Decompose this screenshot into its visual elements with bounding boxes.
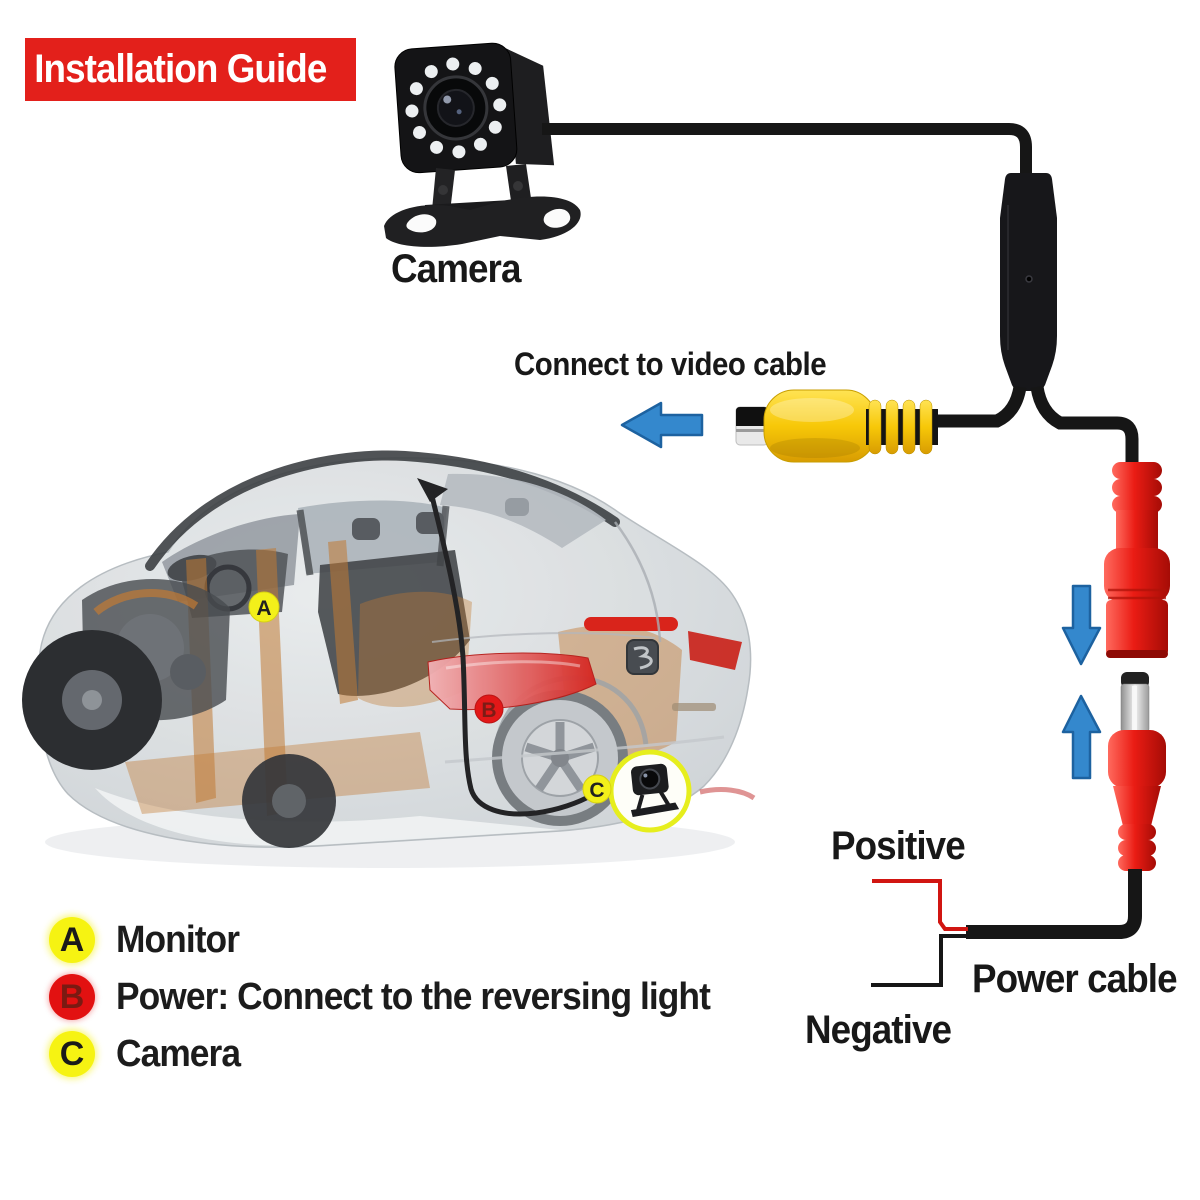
dc-female-connector <box>1104 462 1170 658</box>
marker-b-letter: B <box>481 699 496 722</box>
power-wires <box>871 879 968 987</box>
car-cutaway-illustration: A B C <box>22 450 756 868</box>
dc-male-connector <box>966 672 1166 939</box>
rca-video-connector <box>735 389 938 463</box>
car-marker-power: B <box>474 694 504 724</box>
mini-camera-icon <box>630 763 680 818</box>
marker-a-letter: A <box>256 597 271 620</box>
negative-wire <box>871 934 968 987</box>
car-sill <box>95 788 560 846</box>
car-headrest <box>505 498 529 516</box>
car-headrest <box>352 518 380 540</box>
legend-label-camera: Camera <box>116 1032 241 1075</box>
cable-end-flag <box>417 478 448 502</box>
camera-label: Camera <box>391 247 521 291</box>
car-front-right-wheel <box>242 754 336 848</box>
legend-label-power: Power: Connect to the reversing light <box>116 975 711 1018</box>
car-model-badge <box>672 703 716 711</box>
car-roof-arc <box>145 450 620 571</box>
arrow-down-icon <box>1061 584 1102 666</box>
positive-wire <box>872 879 968 931</box>
video-branch-cable <box>936 385 1027 428</box>
car-marker-monitor: A <box>248 591 280 623</box>
camera-side-panel <box>505 48 555 166</box>
banner-title: Installation Guide <box>34 47 327 91</box>
car-trunk-emblem <box>626 639 659 675</box>
positive-label: Positive <box>831 824 966 868</box>
rear-camera-illustration <box>384 42 581 247</box>
marker-c-letter: C <box>589 779 604 802</box>
car-b-pillar <box>296 509 314 576</box>
camera-lens-dot <box>456 109 462 115</box>
car-front-left-wheel <box>22 630 162 770</box>
camera-led-ring <box>405 57 507 159</box>
legend-key-a: A <box>49 917 95 963</box>
car-interior-shadow <box>318 550 470 696</box>
arrow-left-icon <box>620 401 704 449</box>
arrow-up-icon <box>1061 694 1102 780</box>
legend-label-monitor: Monitor <box>116 918 240 961</box>
power-branch-cable <box>1030 385 1139 465</box>
car-bumper-crease <box>444 735 725 764</box>
legend-key-b: B <box>49 974 95 1020</box>
legend-row-power: B Power: Connect to the reversing light <box>49 974 755 1020</box>
power-cable-line <box>966 869 1142 939</box>
legend-row-monitor: A Monitor <box>49 917 755 963</box>
main-cable <box>542 123 1139 465</box>
direction-arrows <box>620 401 1102 780</box>
negative-label: Negative <box>805 1008 952 1052</box>
power-cable-label: Power cable <box>972 957 1178 1001</box>
legend-row-camera: C Camera <box>49 1031 755 1077</box>
car-trunk-seam <box>613 521 662 643</box>
car-marker-camera: C <box>582 774 612 804</box>
car-right-taillight <box>688 631 742 670</box>
legend-key-c: C <box>49 1031 95 1077</box>
camera-lens-glint <box>443 95 452 104</box>
legend: A Monitor B Power: Connect to the revers… <box>49 917 755 1088</box>
car-brake-light-bar <box>584 617 678 631</box>
rca-strain-relief <box>866 399 938 455</box>
video-cable-label: Connect to video cable <box>514 346 827 382</box>
car-bumper-reflection <box>699 787 756 801</box>
inline-junction-box <box>1000 173 1057 391</box>
installation-guide-banner: Installation Guide <box>25 38 356 101</box>
car-camera-spotlight <box>608 749 692 833</box>
camera-bracket <box>384 164 581 247</box>
